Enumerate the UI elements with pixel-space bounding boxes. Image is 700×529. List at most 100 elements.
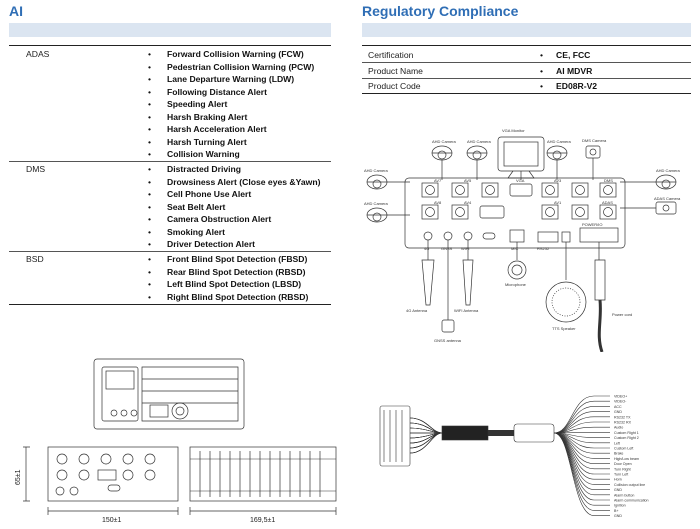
ai-feature-bullet: • xyxy=(148,61,152,72)
ahd-camera-label: AHD Camera xyxy=(547,139,572,144)
ai-feature-item: Collision Warning xyxy=(167,149,240,159)
reg-bullet: • xyxy=(540,50,544,60)
aviation-port xyxy=(421,182,439,198)
adas-camera-icon xyxy=(655,201,677,215)
fourg-antenna-icon xyxy=(421,259,435,306)
aviation-port xyxy=(421,204,439,220)
harness-wire-label: B+ xyxy=(614,509,619,513)
ai-feature-item: Pedestrian Collision Warning (PCW) xyxy=(167,61,315,72)
harness-wire-label: Horn xyxy=(614,478,622,482)
reg-label-certification: Certification xyxy=(368,50,414,60)
harness-wire-label: Alarm button xyxy=(614,493,634,497)
power-cord-label: Power cord xyxy=(612,312,632,317)
front-connector xyxy=(122,453,134,465)
mdvr-front-panel xyxy=(404,177,626,249)
aviation-port xyxy=(599,182,617,198)
dms-camera-icon xyxy=(585,145,601,159)
port-label: AV8 xyxy=(434,200,442,205)
ai-feature-item: Front Blind Spot Detection (FBSD) xyxy=(167,254,308,264)
harness-wire xyxy=(409,417,610,480)
ai-header-bar xyxy=(9,23,331,37)
front-connector xyxy=(100,453,112,465)
harness-wire-label: Door Open xyxy=(614,462,632,466)
microphone-icon xyxy=(507,260,527,280)
ai-feature-item: Smoking Alert xyxy=(167,226,225,237)
ai-feature-item: Distracted Driving xyxy=(167,164,242,174)
port-label: AV5 xyxy=(464,178,472,183)
camera-icon xyxy=(655,174,677,190)
harness-wire-label: RS232 TX xyxy=(614,415,631,419)
port-socket xyxy=(545,185,555,195)
tts-speaker-label: TTS Speaker xyxy=(552,326,576,331)
adas-camera-label: ADAS Camera xyxy=(654,196,681,201)
reg-label-product-code: Product Code xyxy=(368,81,421,91)
mdvr-side-view xyxy=(189,446,337,502)
ai-group-divider xyxy=(9,303,331,305)
harness-wire-label: GND xyxy=(614,514,622,518)
reg-value-product-code: ED08R-V2 xyxy=(556,81,598,91)
harness-wire-label: RS232 RX xyxy=(614,421,632,425)
ai-group-label: DMS xyxy=(26,164,46,174)
reg-label-product-name: Product Name xyxy=(368,66,423,76)
ai-feature-item: Left Blind Spot Detection (LBSD) xyxy=(167,279,302,289)
ai-group-divider xyxy=(9,251,331,252)
reg-value-product-name: AI MDVR xyxy=(556,66,593,76)
harness-wire xyxy=(410,432,610,454)
width-dimension-label: 150±1 xyxy=(102,517,122,524)
ai-feature-item: Right Blind Spot Detection (RBSD) xyxy=(167,291,309,302)
harness-wire-label: VIDEO- xyxy=(614,400,627,404)
mic-port-label: MIC xyxy=(511,246,518,251)
aviation-port xyxy=(599,204,617,220)
front-connector xyxy=(78,453,90,465)
gnss-antenna-icon xyxy=(441,319,455,333)
ai-feature-bullet: • xyxy=(148,266,152,277)
port-label: AV3 xyxy=(554,178,562,183)
usb-port xyxy=(482,232,496,240)
aviation-port xyxy=(451,182,469,198)
regulatory-section-title: Regulatory Compliance xyxy=(362,3,519,19)
depth-dimension-line xyxy=(189,507,337,515)
harness-sleeve-end xyxy=(513,423,555,443)
ai-feature-bullet: • xyxy=(148,176,152,187)
tts-speaker-icon xyxy=(545,281,587,323)
aviation-port xyxy=(571,182,589,198)
fourg-port xyxy=(423,231,433,241)
ahd-camera-label: AHD Camera xyxy=(364,168,389,173)
harness-wire xyxy=(410,411,610,434)
regulatory-table-top-rule xyxy=(362,45,691,46)
port-socket xyxy=(575,185,585,195)
aviation-port xyxy=(451,204,469,220)
ai-feature-bullet: • xyxy=(148,86,152,97)
port-label: AV4 xyxy=(464,200,472,205)
ai-feature-item: Camera Obstruction Alert xyxy=(167,214,272,224)
gnss-antenna-label: GNSS antenna xyxy=(434,338,462,343)
harness-wire-label: Ignition xyxy=(614,504,626,508)
harness-sleeve xyxy=(441,425,489,441)
ahd-camera-label: AHD Camera xyxy=(467,139,492,144)
front-connector xyxy=(122,469,134,481)
width-dimension-line xyxy=(47,507,179,515)
rs232-port xyxy=(537,231,559,243)
serial-port xyxy=(479,205,505,219)
harness-wire-label: Audio xyxy=(614,426,623,430)
reg-bullet: • xyxy=(540,66,544,76)
port-socket xyxy=(603,207,613,217)
tts-port xyxy=(561,231,571,243)
fourg-port-label: 4G xyxy=(424,246,429,251)
harness-wire-label: Left xyxy=(614,441,620,445)
ai-feature-bullet: • xyxy=(148,149,152,159)
ai-feature-item: Rear Blind Spot Detection (RBSD) xyxy=(167,266,306,277)
port-socket xyxy=(455,185,465,195)
ai-feature-item: Speeding Alert xyxy=(167,99,228,109)
ai-feature-item: Drowsiness Alert (Close eyes &Yawn) xyxy=(167,176,321,187)
ai-feature-item: Harsh Turning Alert xyxy=(167,136,247,147)
ai-feature-bullet: • xyxy=(148,254,152,264)
vga-port xyxy=(509,183,533,197)
harness-wire-label: Turn Right xyxy=(614,467,631,471)
dms-camera-label: DMS Camera xyxy=(582,138,607,143)
gnss-port xyxy=(443,231,453,241)
port-label: VGA xyxy=(516,178,525,183)
harness-wire xyxy=(409,427,610,490)
camera-icon xyxy=(431,145,453,161)
